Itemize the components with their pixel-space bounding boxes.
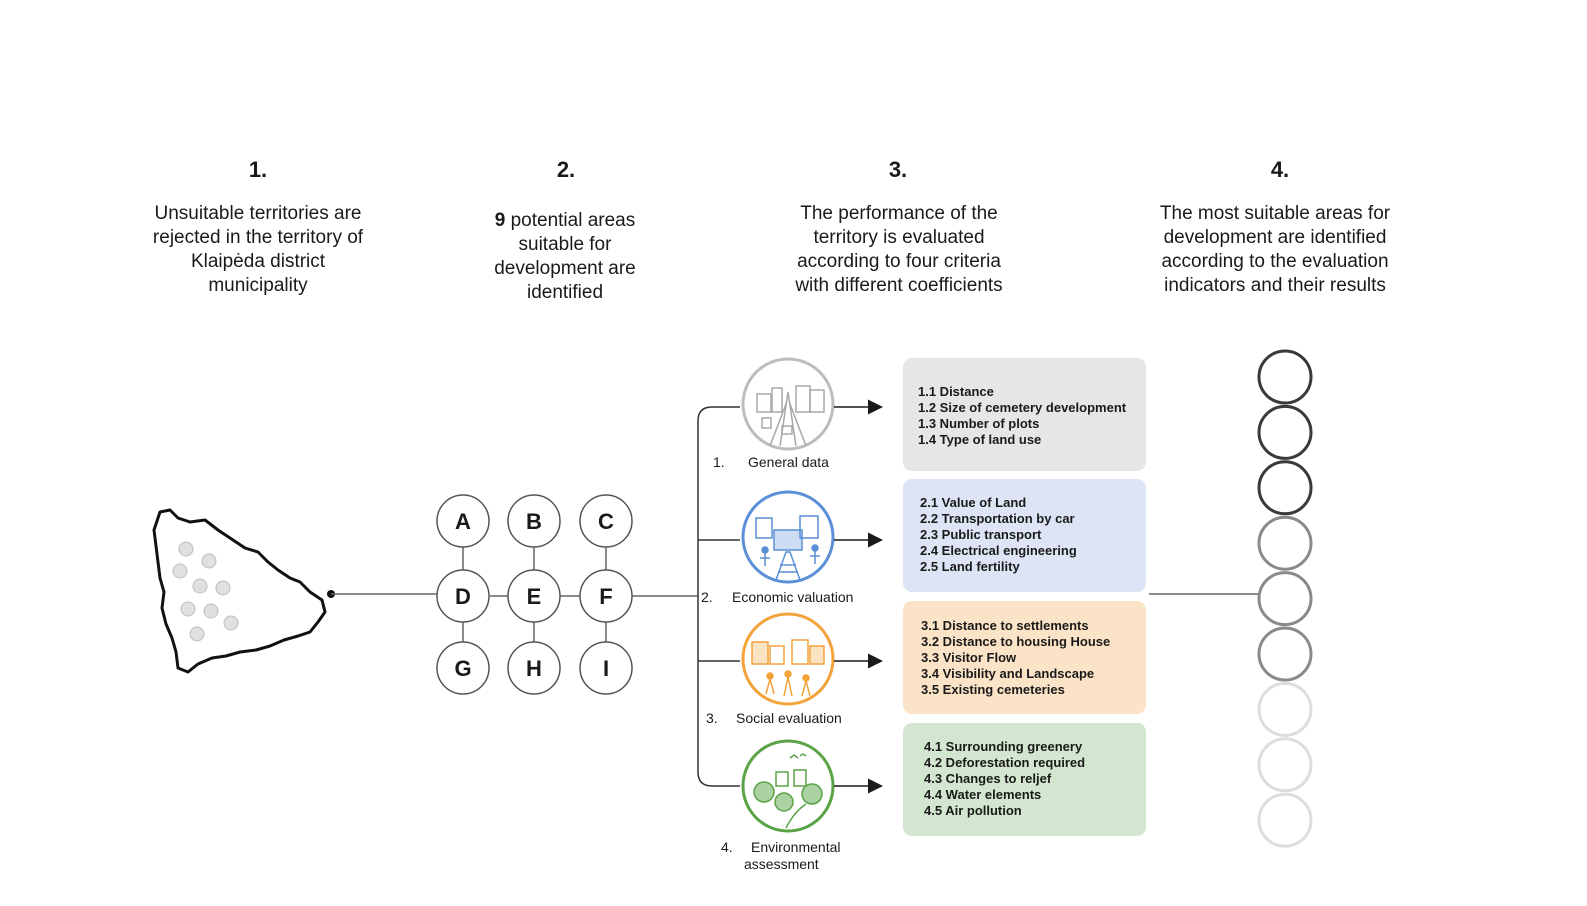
area-node-e: E [507, 569, 561, 623]
criterion-3-name: Social evaluation [736, 710, 842, 726]
criterion-2-box: 2.1 Value of Land 2.2 Transportation by … [903, 479, 1146, 592]
result-circle [1257, 460, 1313, 516]
criterion-1-box: 1.1 Distance 1.2 Size of cemetery develo… [903, 358, 1146, 471]
svg-text:I: I [603, 656, 609, 681]
criterion-1-item: 1.4 Type of land use [918, 432, 1041, 447]
area-node-f: F [579, 569, 633, 623]
svg-text:E: E [527, 584, 542, 609]
criterion-1-index: 1. [713, 454, 725, 470]
general-data-icon [741, 357, 835, 451]
area-node-a: A [436, 494, 490, 548]
area-node-h: H [507, 641, 561, 695]
step-2-count: 9 [494, 210, 506, 231]
criterion-3-index: 3. [706, 710, 718, 726]
criterion-1-item: 1.2 Size of cemetery development [918, 400, 1127, 415]
result-circle [1257, 626, 1313, 682]
criterion-4-item: 4.1 Surrounding greenery [924, 739, 1083, 754]
environmental-assessment-icon [741, 739, 835, 833]
criterion-2-item: 2.1 Value of Land [920, 495, 1026, 510]
step-4-description: The most suitable areas for development … [1159, 203, 1391, 296]
criterion-3-item: 3.4 Visibility and Landscape [921, 666, 1094, 681]
result-circle [1257, 571, 1313, 627]
criterion-2-item: 2.5 Land fertility [920, 559, 1020, 574]
area-node-b: B [507, 494, 561, 548]
criterion-4-item: 4.5 Air pollution [924, 803, 1022, 818]
criterion-2-item: 2.2 Transportation by car [920, 511, 1075, 526]
step-3-number: 3. [888, 157, 908, 182]
svg-text:H: H [526, 656, 542, 681]
step-3-description: The performance of the territory is eval… [795, 203, 1003, 296]
criterion-1-item: 1.1 Distance [918, 384, 994, 399]
criterion-3-item: 3.2 Distance to housing House [921, 634, 1110, 649]
criterion-3-item: 3.5 Existing cemeteries [921, 682, 1065, 697]
result-circle [1257, 681, 1313, 737]
area-node-g: G [436, 641, 490, 695]
criterion-3-item: 3.3 Visitor Flow [921, 650, 1017, 665]
criterion-4-name-line-1: Environmental [751, 839, 841, 855]
criterion-4-name-line-2: assessment [744, 856, 819, 872]
area-nodes: A B C D E F G H I [436, 494, 633, 695]
result-circles [1257, 349, 1313, 848]
result-circle [1257, 349, 1313, 405]
step-1-description: Unsuitable territories are rejected in t… [152, 203, 364, 296]
criterion-1-item: 1.3 Number of plots [918, 416, 1039, 431]
area-node-c: C [579, 494, 633, 548]
svg-text:F: F [599, 584, 612, 609]
step-2-description: 9 potential areas suitable for developme… [470, 209, 660, 305]
economic-valuation-icon [741, 490, 835, 584]
step-2-text: potential areas suitable for development… [494, 210, 636, 303]
area-node-i: I [579, 641, 633, 695]
criterion-2-item: 2.3 Public transport [920, 527, 1042, 542]
step-2-number: 2. [556, 157, 576, 182]
criterion-4-item: 4.3 Changes to reljef [924, 771, 1052, 786]
municipality-outline [152, 508, 327, 674]
criteria-bracket [697, 406, 740, 787]
criterion-3-box: 3.1 Distance to settlements 3.2 Distance… [903, 601, 1146, 714]
result-circle [1257, 792, 1313, 848]
criterion-2-item: 2.4 Electrical engineering [920, 543, 1077, 558]
criterion-4-index: 4. [721, 839, 733, 855]
criterion-4-box: 4.1 Surrounding greenery 4.2 Deforestati… [903, 723, 1146, 836]
area-grid-connectors [462, 547, 698, 642]
svg-text:G: G [454, 656, 471, 681]
step-1-number: 1. [248, 157, 268, 182]
svg-text:B: B [526, 509, 542, 534]
area-node-d: D [436, 569, 490, 623]
svg-text:C: C [598, 509, 614, 534]
criterion-2-index: 2. [701, 589, 713, 605]
municipality-map [152, 508, 335, 674]
criterion-4-item: 4.2 Deforestation required [924, 755, 1085, 770]
svg-text:D: D [455, 584, 471, 609]
criterion-3-item: 3.1 Distance to settlements [921, 618, 1089, 633]
result-circle [1257, 737, 1313, 793]
svg-text:A: A [455, 509, 471, 534]
result-circle [1257, 404, 1313, 460]
result-circle [1257, 515, 1313, 571]
social-evaluation-icon [741, 612, 835, 706]
criterion-1-name: General data [748, 454, 829, 470]
rejected-territory-dots [172, 541, 239, 642]
criterion-2-name: Economic valuation [732, 589, 853, 605]
criterion-4-item: 4.4 Water elements [924, 787, 1041, 802]
step-4-number: 4. [1270, 157, 1290, 182]
